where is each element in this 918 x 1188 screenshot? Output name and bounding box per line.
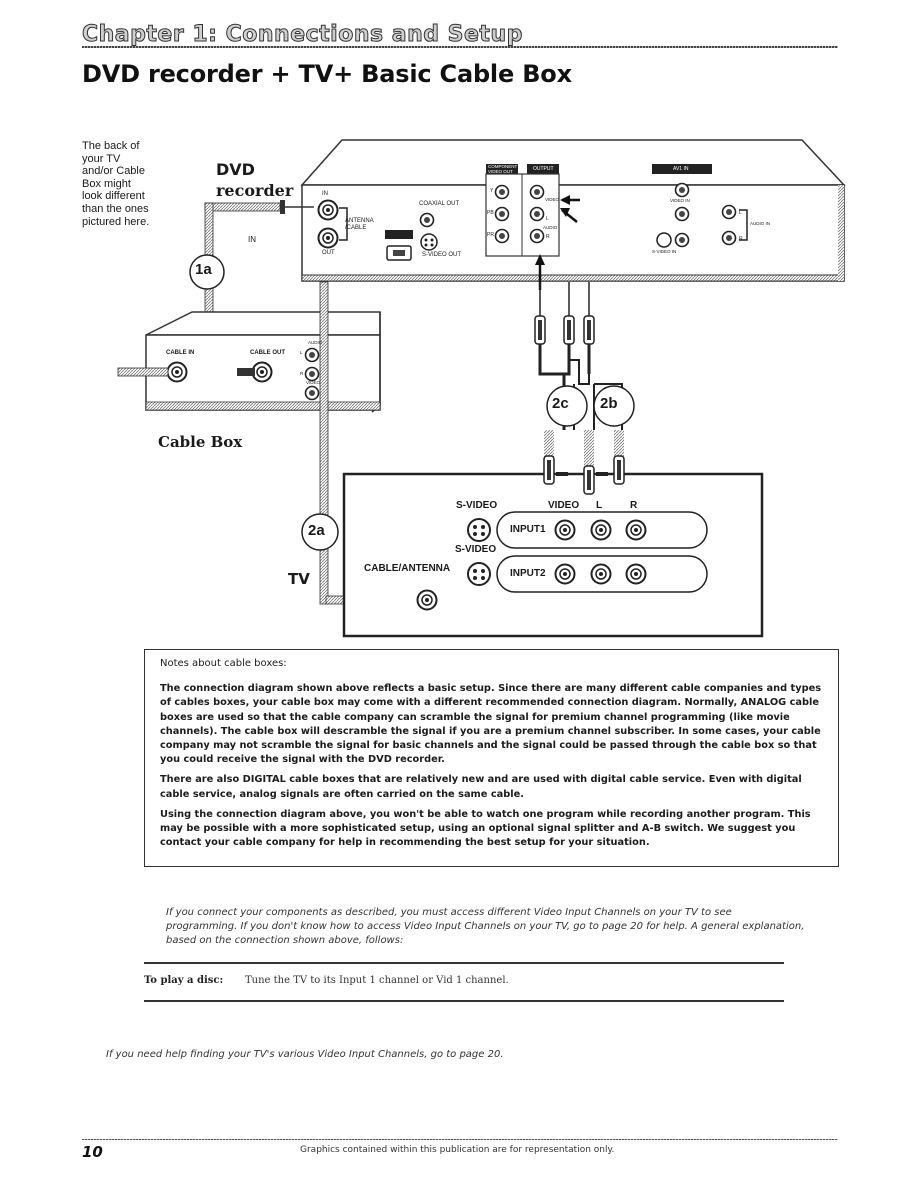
connection-diagram: IN The back of your TV and/or Cable Box … bbox=[82, 130, 852, 640]
recorder-label: recorder bbox=[216, 181, 294, 200]
component-text: COMPONENT bbox=[488, 164, 518, 169]
note-line: Box might bbox=[82, 177, 131, 190]
cablebox-l-label: L bbox=[300, 350, 303, 355]
callout-2b bbox=[593, 385, 635, 427]
footer-text: Graphics contained within this publicati… bbox=[300, 1145, 615, 1155]
dvd-svideo-out-label: S-VIDEO OUT bbox=[422, 252, 462, 258]
tv-l-header: L bbox=[596, 500, 603, 511]
dvd-audio-r-out-jack bbox=[529, 228, 545, 244]
callout-2b-label: 2b bbox=[600, 395, 618, 412]
intro-text: If you connect your components as descri… bbox=[166, 907, 805, 946]
dvd-antenna-label: ANTENNA /CABLE bbox=[345, 218, 374, 232]
callout-2a bbox=[301, 513, 339, 551]
note-line: and/or Cable bbox=[82, 165, 145, 178]
cablebox-in-label: CABLE IN bbox=[166, 350, 195, 356]
callout-2c bbox=[546, 385, 588, 427]
chapter-rule bbox=[82, 46, 838, 48]
dvd-video-in-label: VIDEO IN bbox=[670, 198, 690, 203]
tv-r-header: R bbox=[630, 500, 638, 511]
video-out-text: VIDEO OUT bbox=[488, 169, 513, 174]
dvd-output-label: OUTPUT bbox=[533, 166, 554, 172]
callout-1a-label: 1a bbox=[195, 261, 212, 278]
dvd-svideo-out-jack bbox=[420, 233, 438, 251]
note-line: look different bbox=[82, 190, 145, 203]
play-rule-bottom bbox=[144, 1000, 784, 1002]
dvd-antenna-out-jack bbox=[317, 227, 339, 249]
dvd-out-label: OUT bbox=[322, 250, 335, 256]
page-number: 10 bbox=[82, 1143, 103, 1161]
dvd-y-label: Y bbox=[490, 188, 494, 194]
dvd-in-label: IN bbox=[322, 191, 328, 197]
label-in: IN bbox=[248, 235, 256, 244]
cable-box-label: Cable Box bbox=[158, 433, 243, 451]
dvd-label: DVD bbox=[216, 160, 255, 179]
dvd-coaxial-out-jack bbox=[419, 212, 435, 228]
notes-paragraph: There are also DIGITAL cable boxes that … bbox=[160, 774, 802, 800]
notes-paragraph: Using the connection diagram above, you … bbox=[160, 808, 811, 849]
antenna-text: ANTENNA bbox=[345, 218, 374, 224]
dvd-audio-in-label: AUDIO IN bbox=[750, 221, 771, 226]
notes-paragraph: The connection diagram shown above refle… bbox=[160, 683, 822, 766]
play-disc-label: To play a disc: bbox=[144, 975, 224, 986]
dvd-recorder-unit bbox=[300, 139, 846, 282]
callout-2c-label: 2c bbox=[552, 395, 569, 412]
notes-title: Notes about cable boxes: bbox=[160, 658, 287, 669]
tv-unit bbox=[342, 472, 764, 638]
cablebox-out-label: CABLE OUT bbox=[250, 350, 285, 356]
cablebox-cable-in-jack bbox=[166, 361, 188, 383]
diagram-svg: IN bbox=[117, 139, 846, 638]
dvd-l-label: L bbox=[546, 216, 549, 222]
dvd-av1-label: AV1 IN bbox=[673, 166, 689, 172]
note-line: than the ones bbox=[82, 202, 149, 215]
cablebox-video-label: VIDEO bbox=[306, 380, 321, 385]
dvd-pb-label: PB bbox=[487, 210, 494, 216]
dvd-in-l-label: L bbox=[739, 210, 742, 216]
tv-label: TV bbox=[288, 570, 310, 588]
note-line: your TV bbox=[82, 152, 121, 165]
dvd-audio-l-out-jack bbox=[529, 206, 545, 222]
dvd-svideo-in-label: S-VIDEO IN bbox=[652, 249, 677, 254]
tv-svideo-header: S-VIDEO bbox=[456, 500, 498, 511]
tv-input1-label: INPUT1 bbox=[510, 524, 546, 535]
dvd-r-label: R bbox=[546, 234, 550, 240]
tv-video-header: VIDEO bbox=[548, 500, 580, 511]
footnote: If you need help finding your TV's vario… bbox=[106, 1049, 504, 1060]
tv-cable-antenna-label: CABLE/ANTENNA bbox=[364, 563, 451, 574]
cablebox-cable-out-jack bbox=[251, 361, 273, 383]
back-panel-note: The back of your TV and/or Cable Box mig… bbox=[82, 140, 149, 228]
dvd-video-label: VIDEO bbox=[545, 197, 560, 202]
dvd-in-r-label: R bbox=[739, 236, 743, 242]
callout-1a bbox=[189, 254, 225, 290]
cable-box-notes: Notes about cable boxes: The connection … bbox=[144, 649, 839, 867]
footer-rule bbox=[82, 1139, 838, 1140]
note-line: The back of bbox=[82, 140, 140, 152]
dvd-video-out-jack bbox=[529, 184, 545, 200]
play-disc-text: Tune the TV to its Input 1 channel or Vi… bbox=[245, 975, 509, 986]
play-rule-top bbox=[144, 962, 784, 964]
callout-2a-label: 2a bbox=[308, 522, 325, 539]
note-line: pictured here. bbox=[82, 215, 150, 228]
dvd-component-label: COMPONENT VIDEO OUT bbox=[488, 164, 517, 174]
dvd-antenna-in-jack bbox=[317, 199, 339, 221]
tv-input2-label: INPUT2 bbox=[510, 568, 546, 579]
tv-cable-antenna-jack bbox=[416, 589, 438, 611]
cablebox-audio-label: AUDIO bbox=[308, 340, 323, 345]
dvd-coaxial-label: COAXIAL OUT bbox=[419, 201, 460, 207]
cable-text: /CABLE bbox=[345, 225, 367, 231]
cablebox-r-label: R bbox=[300, 371, 304, 376]
tv-svideo-mid: S-VIDEO bbox=[455, 544, 497, 555]
dvd-pr-label: PR bbox=[487, 232, 494, 238]
page-title: DVD recorder + TV+ Basic Cable Box bbox=[82, 60, 572, 88]
chapter-heading: Chapter 1: Connections and Setup bbox=[82, 22, 523, 48]
dvd-audio-label: AUDIO bbox=[543, 225, 558, 230]
